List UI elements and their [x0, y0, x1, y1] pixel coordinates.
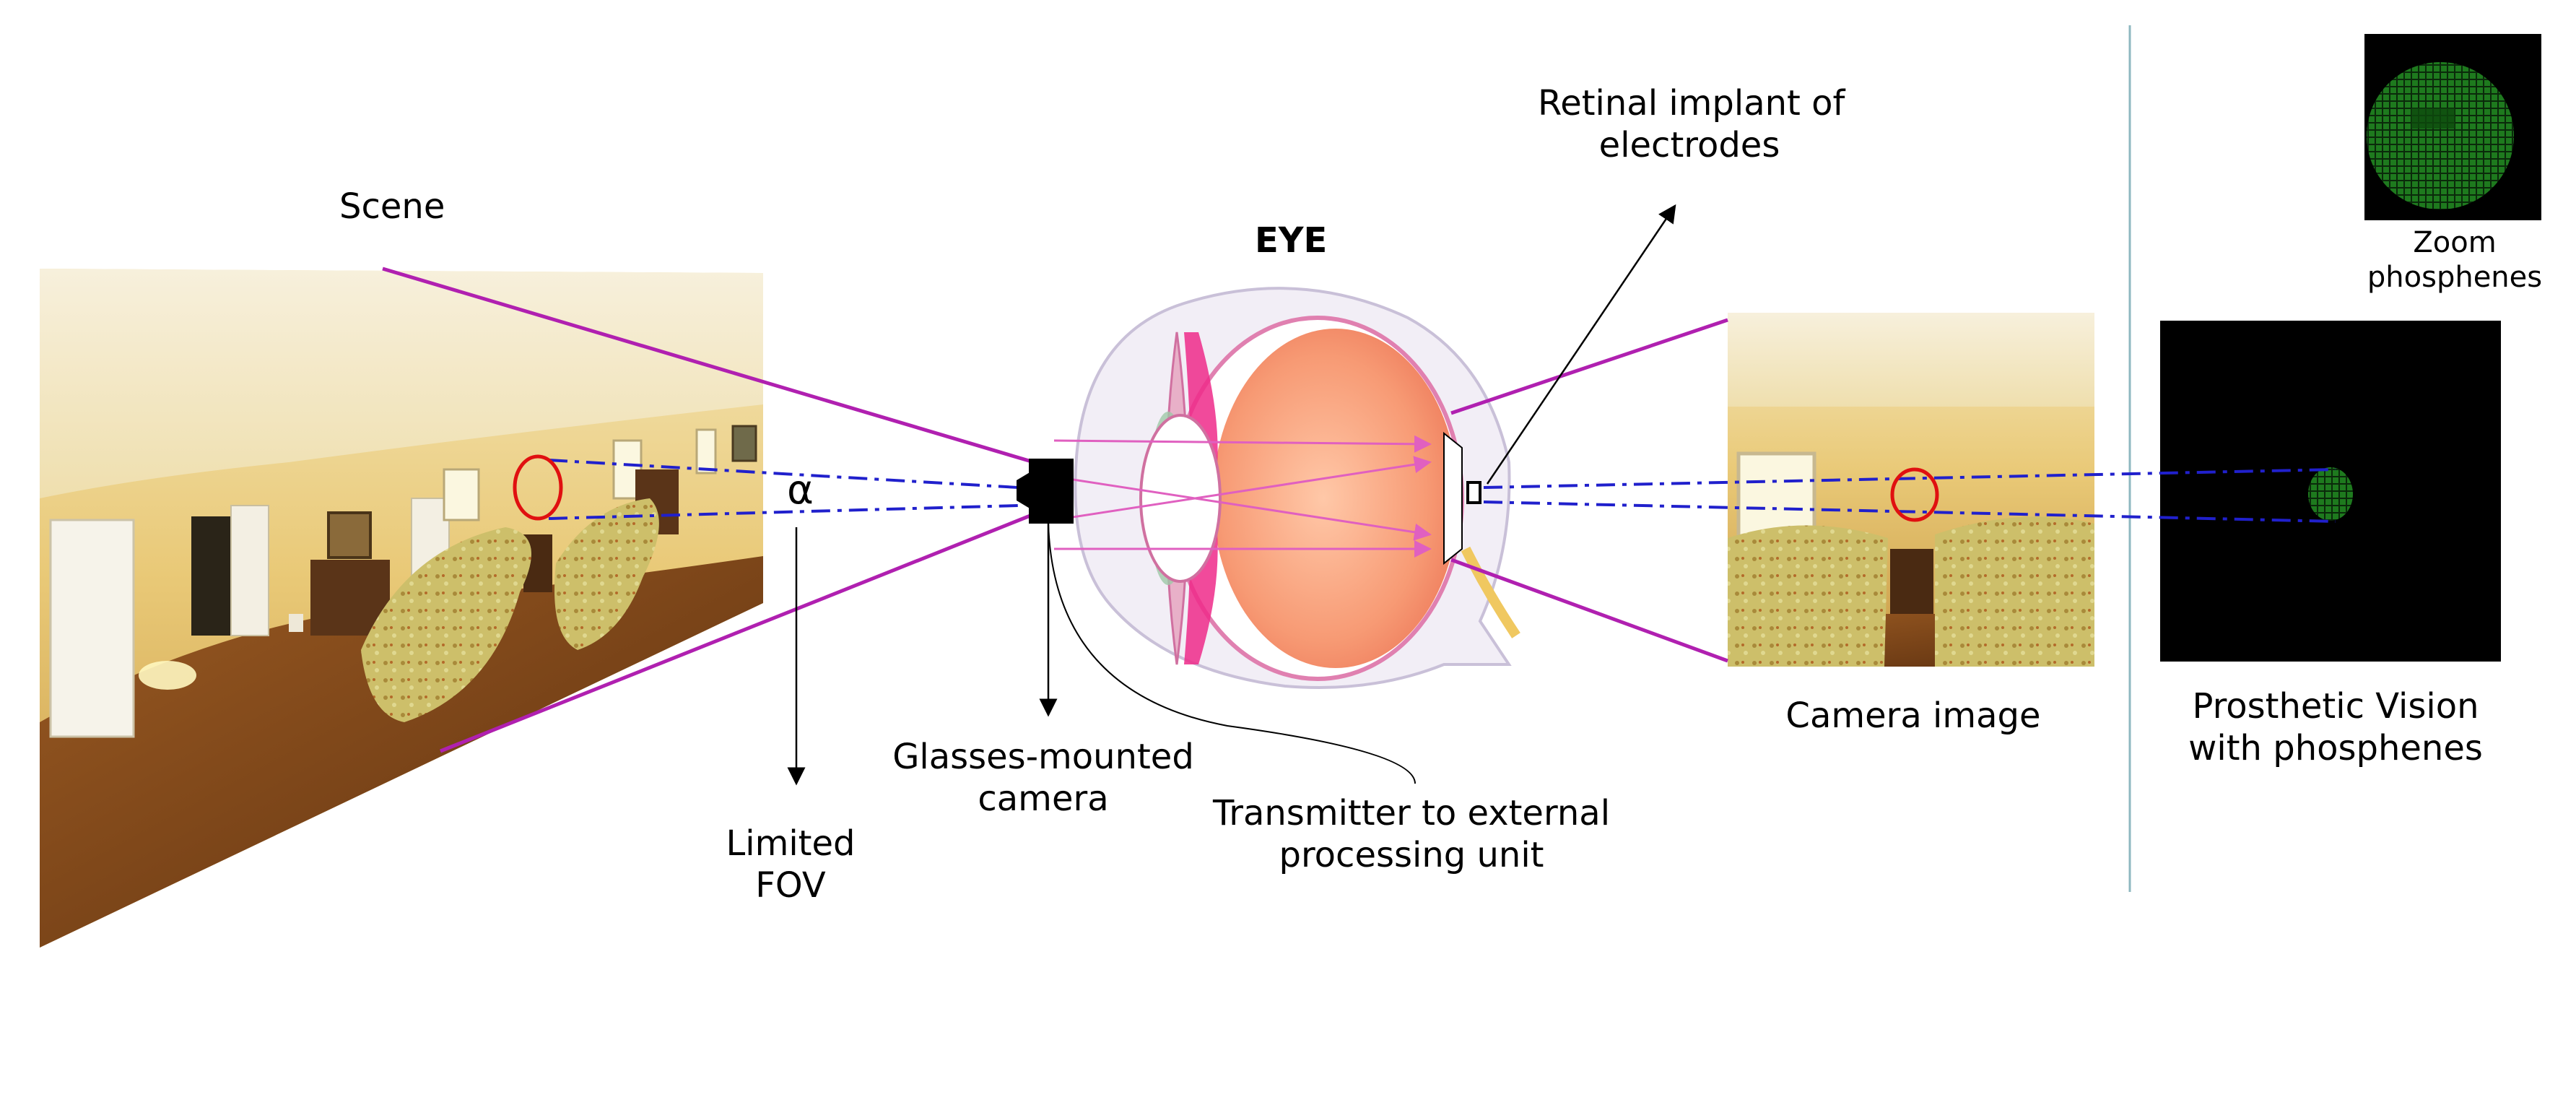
alpha-angle-label: α	[787, 466, 814, 514]
eye-illustration	[1054, 288, 1516, 688]
transmitter-label: Transmitter to external processing unit	[1209, 793, 1614, 876]
zoom-phosphenes-label: Zoom phosphenes	[2361, 225, 2549, 295]
prosthetic-vision-label: Prosthetic Vision with phosphenes	[2170, 686, 2502, 769]
glasses-camera-label: Glasses-mounted camera	[892, 737, 1195, 820]
retinal-implant-label: Retinal implant of electrodes	[1538, 83, 1841, 166]
limited-fov-label: Limited FOV	[722, 823, 859, 906]
retinal-implant-marker	[1468, 482, 1480, 503]
glasses-camera-icon	[1017, 459, 1074, 524]
scene-label: Scene	[339, 186, 445, 228]
camera-image	[1728, 313, 2094, 667]
scene-panorama-image	[40, 269, 763, 948]
eye-label: EYE	[1255, 220, 1327, 262]
zoom-phosphenes-inset	[2361, 34, 2541, 220]
phosphene-blob	[2308, 467, 2353, 521]
camera-image-label: Camera image	[1783, 696, 2043, 737]
